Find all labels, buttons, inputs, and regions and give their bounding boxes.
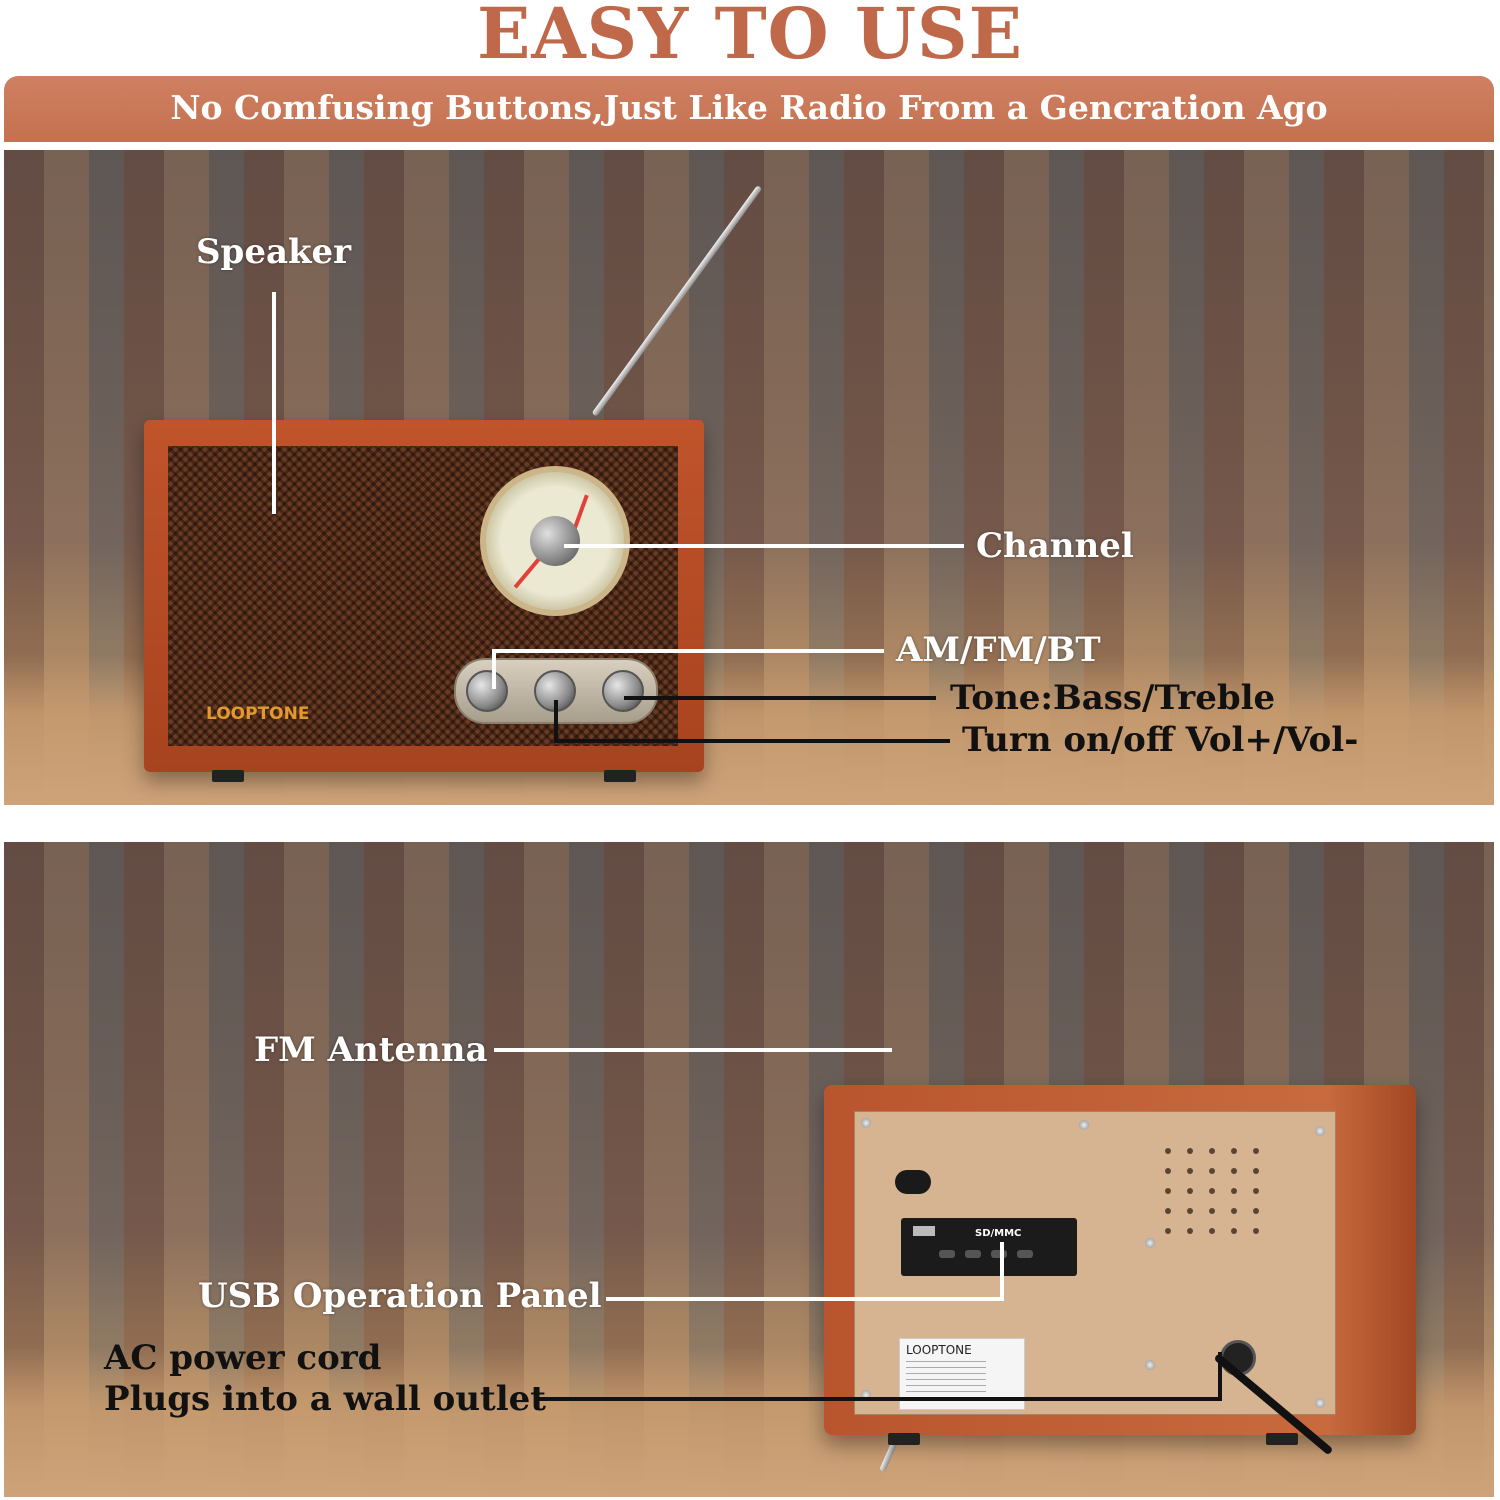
- usb-leader-line-v: [1000, 1242, 1004, 1301]
- tone-leader-line: [624, 696, 936, 700]
- subheadline: No Comfusing Buttons,Just Like Radio Fro…: [170, 88, 1328, 127]
- brand-logo: LOOPTONE: [206, 704, 310, 724]
- antenna-rod-front: [591, 185, 763, 417]
- antenna-mount: [895, 1170, 931, 1194]
- band-label: AM/FM/BT: [896, 630, 1101, 670]
- usb-leader-line-h: [606, 1297, 1004, 1301]
- radio-back-image: SD/MMC LOOPTONE: [824, 1085, 1416, 1445]
- band-knob: [466, 670, 508, 712]
- control-plate: [454, 658, 658, 724]
- band-leader-line-h: [492, 649, 884, 653]
- front-view-panel: LOOPTONE Speaker Channel AM/FM/BT Tone:B…: [4, 150, 1494, 805]
- band-leader-line-v: [492, 649, 496, 689]
- power-volume-label: Turn on/off Vol+/Vol-: [962, 720, 1359, 760]
- channel-leader-line: [564, 544, 964, 548]
- channel-label: Channel: [976, 526, 1134, 566]
- tuning-knob: [530, 516, 580, 566]
- subheadline-banner: No Comfusing Buttons,Just Like Radio Fro…: [4, 76, 1494, 142]
- usb-panel-label: USB Operation Panel: [198, 1276, 602, 1316]
- headline: EASY TO USE: [477, 0, 1023, 75]
- ac-leader-line-h: [538, 1397, 1222, 1401]
- power-leader-line-h: [554, 739, 950, 743]
- tone-label: Tone:Bass/Treble: [950, 678, 1276, 718]
- ac-leader-line-v: [1218, 1352, 1222, 1401]
- usb-operation-panel: SD/MMC: [901, 1218, 1077, 1276]
- volume-knob: [602, 670, 644, 712]
- back-board: SD/MMC LOOPTONE: [854, 1111, 1336, 1415]
- radio-front-image: LOOPTONE: [144, 420, 704, 782]
- speaker-leader-line: [272, 292, 276, 514]
- power-leader-line-v: [554, 700, 558, 742]
- antenna-leader-line: [494, 1048, 892, 1052]
- back-view-panel: SD/MMC LOOPTONE: [4, 842, 1494, 1497]
- speaker-label: Speaker: [196, 232, 352, 272]
- tuning-dial: [480, 466, 630, 616]
- sticker-brand: LOOPTONE: [906, 1343, 972, 1357]
- antenna-label: FM Antenna: [254, 1030, 488, 1070]
- ac-cord-label-line1: AC power cord: [104, 1338, 382, 1378]
- ac-cord-label-line2: Plugs into a wall outlet: [104, 1379, 546, 1419]
